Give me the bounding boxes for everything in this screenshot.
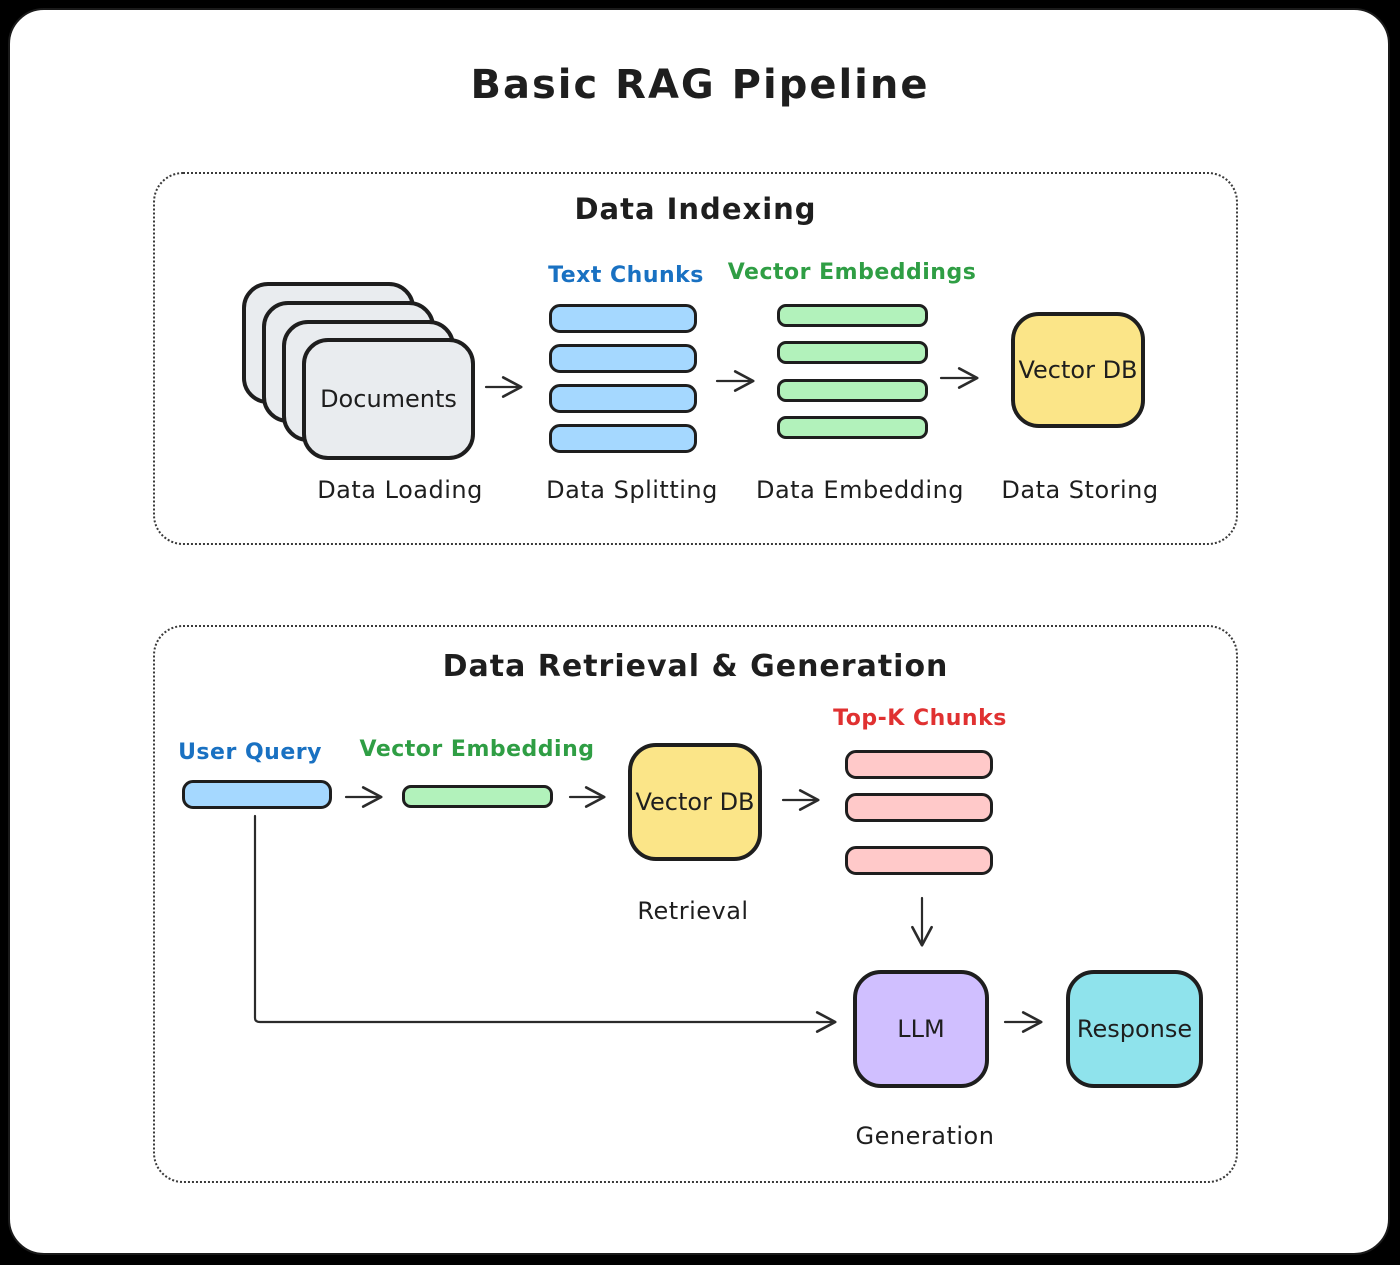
- embedding-bar-1: [777, 304, 928, 327]
- response-label: Response: [1076, 1015, 1193, 1043]
- section-heading-retrieval: Data Retrieval & Generation: [442, 649, 949, 684]
- vector-db-box-indexing: Vector DB: [1011, 312, 1145, 428]
- caption-data-loading: Data Loading: [317, 476, 483, 504]
- vector-db-box-retrieval: Vector DB: [628, 743, 762, 861]
- llm-box: LLM: [853, 970, 989, 1088]
- llm-label: LLM: [897, 1015, 945, 1043]
- caption-generation: Generation: [855, 1122, 995, 1150]
- top-k-bar-2: [845, 793, 993, 822]
- top-k-bar-3: [845, 846, 993, 875]
- vector-db-label-retrieval: Vector DB: [635, 788, 755, 816]
- user-query-bar: [182, 780, 332, 809]
- section-retrieval-generation: Data Retrieval & Generation: [153, 625, 1238, 1183]
- caption-data-embedding: Data Embedding: [755, 476, 965, 504]
- text-chunk-bar-1: [549, 304, 697, 333]
- text-chunk-bar-2: [549, 344, 697, 373]
- query-embedding-label: Vector Embedding: [359, 737, 595, 762]
- vector-embeddings-label: Vector Embeddings: [727, 260, 977, 285]
- caption-data-storing: Data Storing: [1001, 476, 1159, 504]
- section-data-indexing: Data Indexing: [153, 172, 1238, 545]
- text-chunk-bar-3: [549, 384, 697, 413]
- top-k-chunks-label: Top-K Chunks: [833, 706, 1007, 731]
- response-box: Response: [1066, 970, 1203, 1088]
- top-k-bar-1: [845, 750, 993, 779]
- embedding-bar-4: [777, 416, 928, 439]
- embedding-bar-3: [777, 379, 928, 402]
- page-title: Basic RAG Pipeline: [470, 62, 930, 108]
- documents-label: Documents: [320, 385, 457, 413]
- embedding-bar-2: [777, 341, 928, 364]
- documents-card: Documents: [302, 338, 475, 460]
- text-chunks-label: Text Chunks: [548, 263, 704, 288]
- caption-data-splitting: Data Splitting: [546, 476, 718, 504]
- caption-retrieval: Retrieval: [637, 897, 749, 925]
- text-chunk-bar-4: [549, 424, 697, 453]
- user-query-label: User Query: [178, 740, 322, 765]
- query-embedding-bar: [402, 785, 553, 808]
- section-heading-indexing: Data Indexing: [574, 192, 817, 226]
- vector-db-label-indexing: Vector DB: [1018, 356, 1138, 384]
